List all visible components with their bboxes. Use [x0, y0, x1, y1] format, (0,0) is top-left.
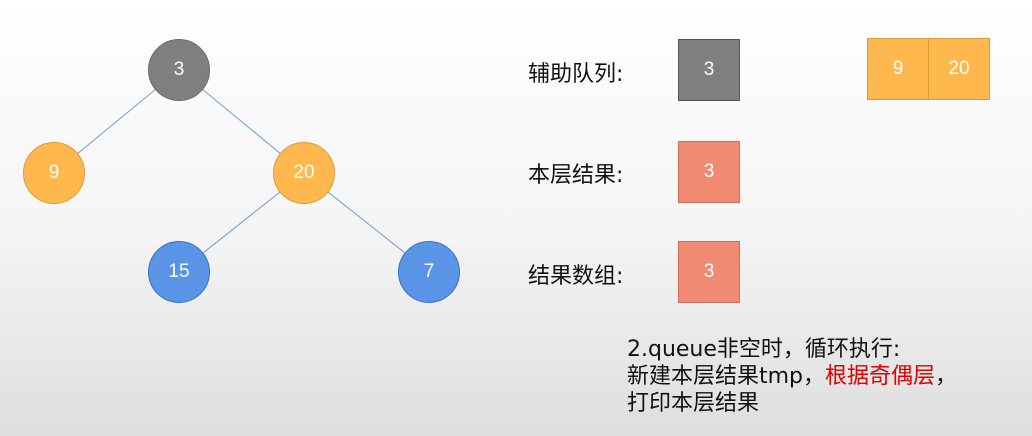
level-result-box: 3	[678, 141, 740, 203]
step-note-line2-text: 新建本层结果tmp，	[627, 364, 826, 389]
result-array-box: 3	[678, 241, 740, 303]
step-note-line2-end: ，	[935, 364, 958, 389]
step-note-line2: 新建本层结果tmp，根据奇偶层，	[627, 363, 957, 390]
queue-current-box: 3	[678, 39, 740, 101]
step-note-line3: 打印本层结果	[627, 391, 760, 416]
tree-node-left: 9	[23, 142, 85, 204]
tree-node-root: 3	[148, 39, 210, 101]
level-result-label: 本层结果:	[528, 163, 624, 188]
step-note-highlight: 根据奇偶层	[825, 364, 936, 389]
queue-pending-box-1: 20	[928, 38, 990, 100]
queue-pending-box-0: 9	[867, 38, 929, 100]
step-note-line1: 2.queue非空时，循环执行:	[627, 337, 901, 362]
tree-node-right: 20	[273, 142, 335, 204]
tree-node-right-right: 7	[398, 241, 460, 303]
result-array-label: 结果数组:	[528, 264, 624, 289]
tree-node-right-left: 15	[148, 241, 210, 303]
step-note: 2.queue非空时，循环执行: 新建本层结果tmp，根据奇偶层， 打印本层结果	[627, 336, 957, 417]
queue-label: 辅助队列:	[528, 62, 624, 87]
